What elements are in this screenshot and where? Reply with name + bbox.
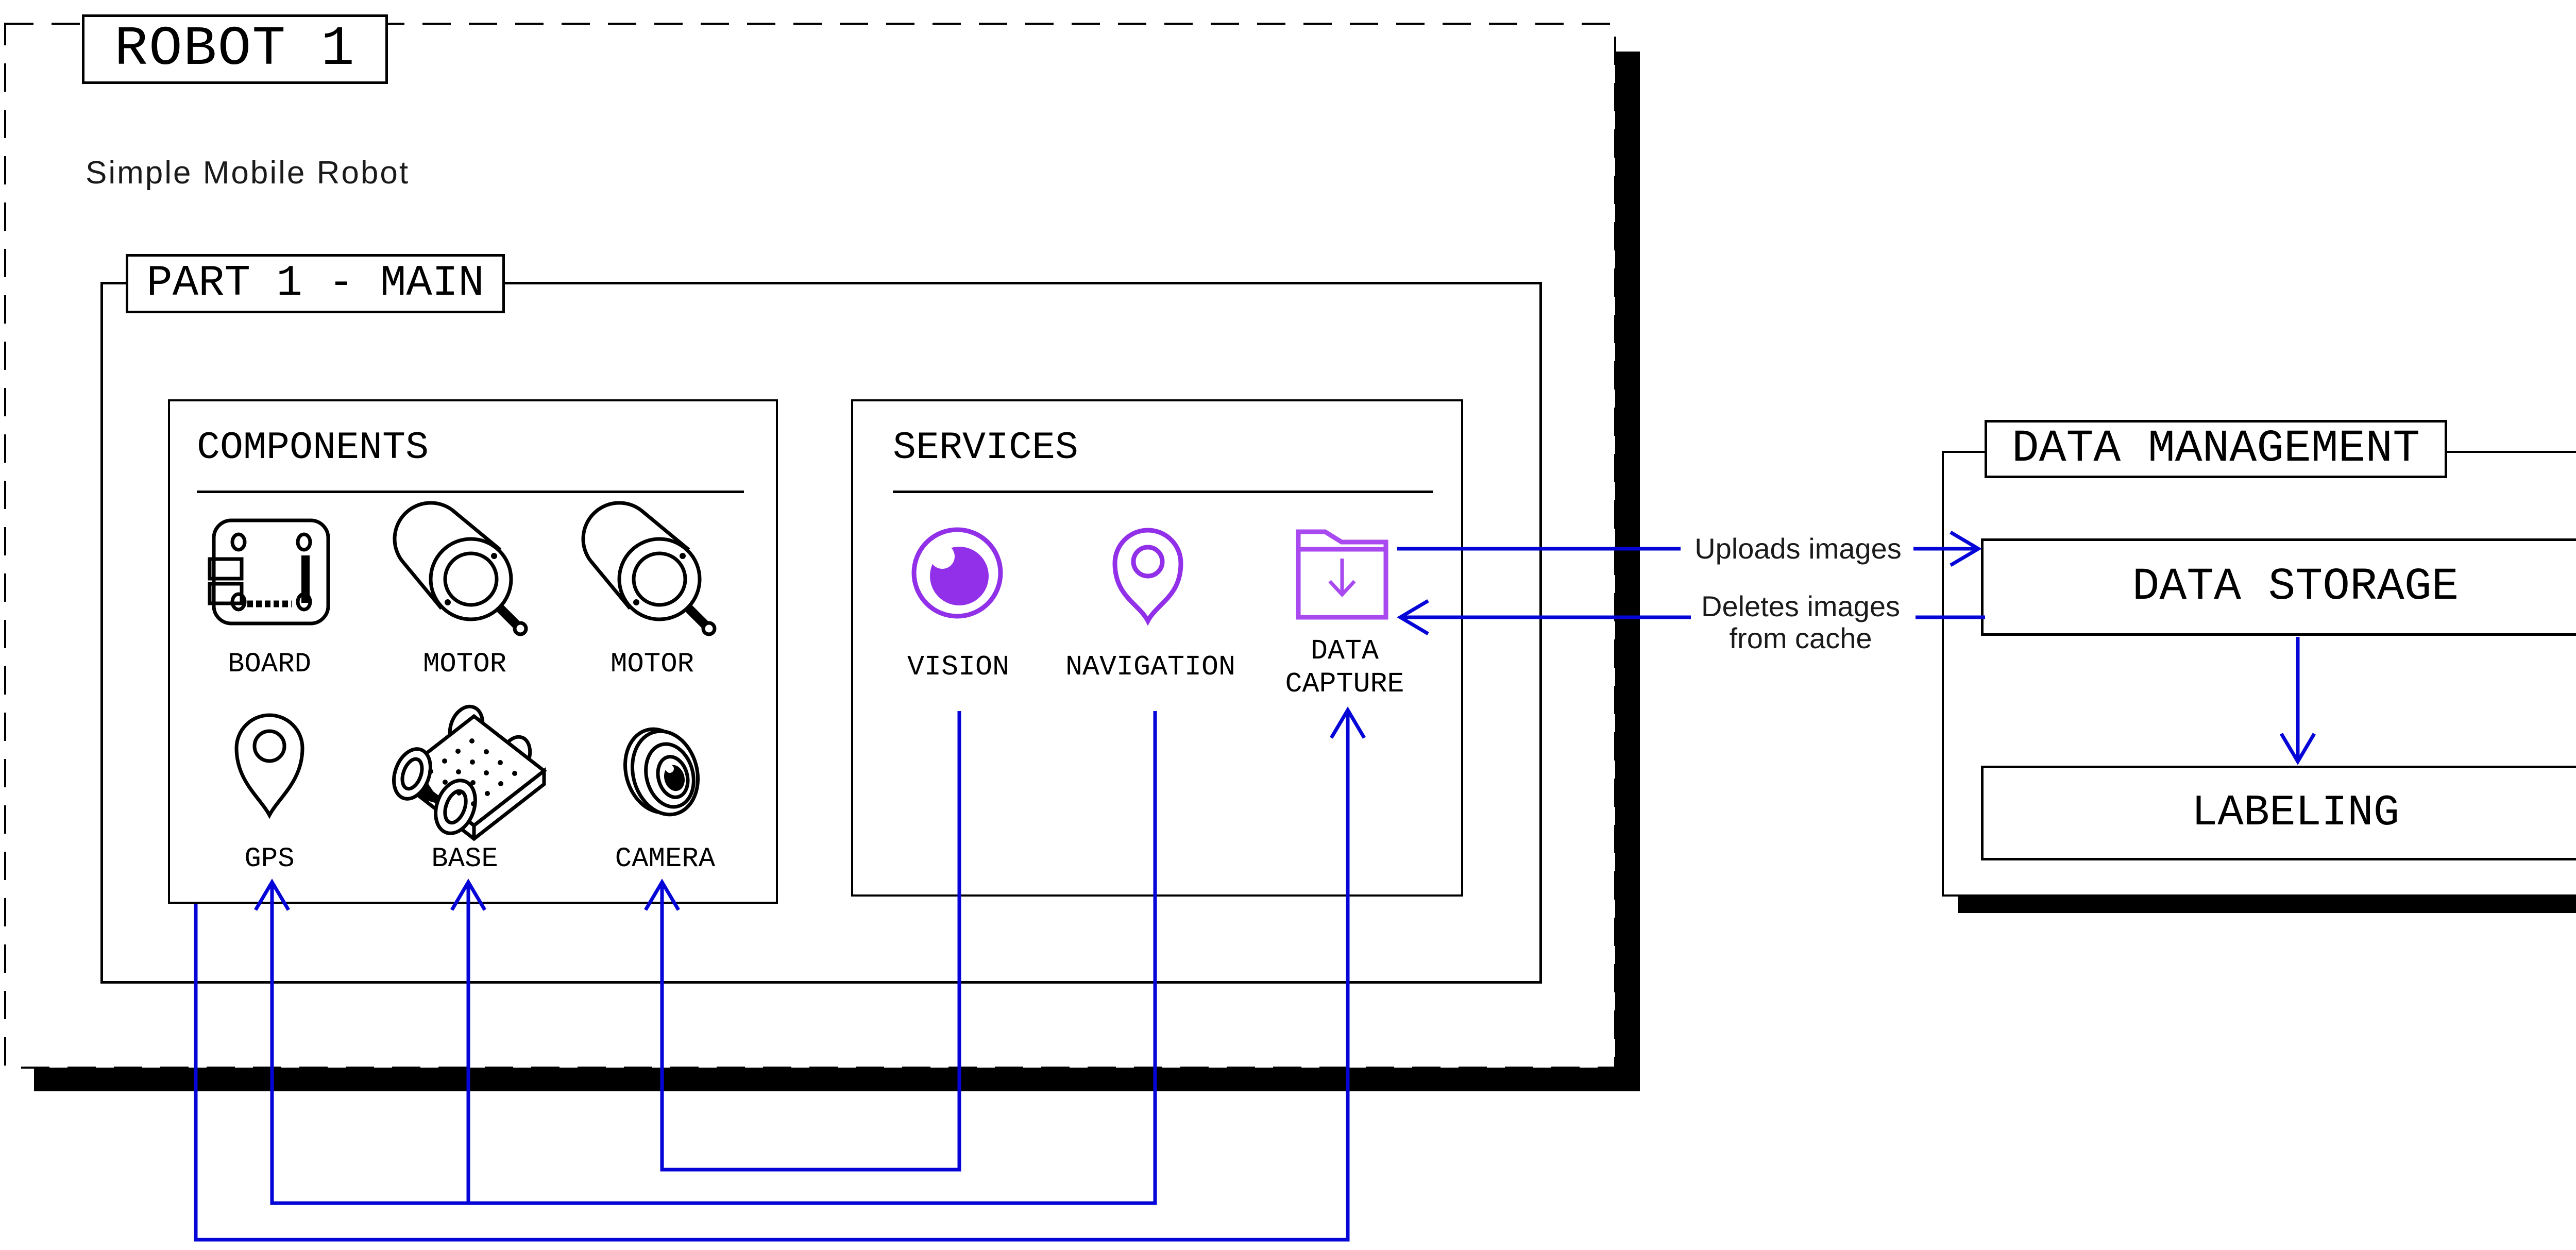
navigation-label: NAVIGATION (1065, 651, 1236, 683)
labeling-box: LABELING (1981, 766, 2576, 860)
data-management-label-box: DATA MANAGEMENT (1985, 420, 2447, 478)
deletes-images-label: Deletes images from cache (1687, 590, 1914, 654)
data-storage-label: DATA STORAGE (2132, 562, 2459, 613)
motor-label-2: MOTOR (610, 649, 694, 680)
data-management-label-text: DATA MANAGEMENT (2011, 424, 2420, 475)
services-divider (893, 491, 1433, 493)
deletes-images-line1: Deletes images (1701, 590, 1900, 622)
components-heading: COMPONENTS (197, 426, 429, 470)
robot-box-shadow-bottom (34, 1068, 1640, 1091)
motor-label-1: MOTOR (422, 649, 507, 680)
uploads-images-label: Uploads images (1694, 532, 1902, 565)
deletes-images-line2: from cache (1729, 622, 1872, 654)
part-label-text: PART 1 - MAIN (146, 259, 484, 308)
base-label: BASE (431, 843, 498, 875)
robot-title-box: ROBOT 1 (82, 14, 388, 84)
board-label: BOARD (227, 649, 312, 680)
data-capture-label: DATA CAPTURE (1285, 635, 1404, 700)
part-label-box: PART 1 - MAIN (126, 254, 505, 313)
services-heading: SERVICES (893, 426, 1079, 470)
robot-subtitle: Simple Mobile Robot (86, 155, 410, 191)
gps-label: GPS (244, 843, 295, 875)
vision-label: VISION (907, 651, 1010, 683)
camera-label: CAMERA (615, 843, 716, 875)
dm-box-shadow-bottom (1958, 897, 2576, 913)
data-storage-box: DATA STORAGE (1981, 538, 2576, 636)
robot-title-text: ROBOT 1 (114, 18, 355, 81)
labeling-label: LABELING (2191, 788, 2400, 838)
components-divider (197, 491, 744, 493)
robot-box-shadow-right (1615, 52, 1640, 1091)
